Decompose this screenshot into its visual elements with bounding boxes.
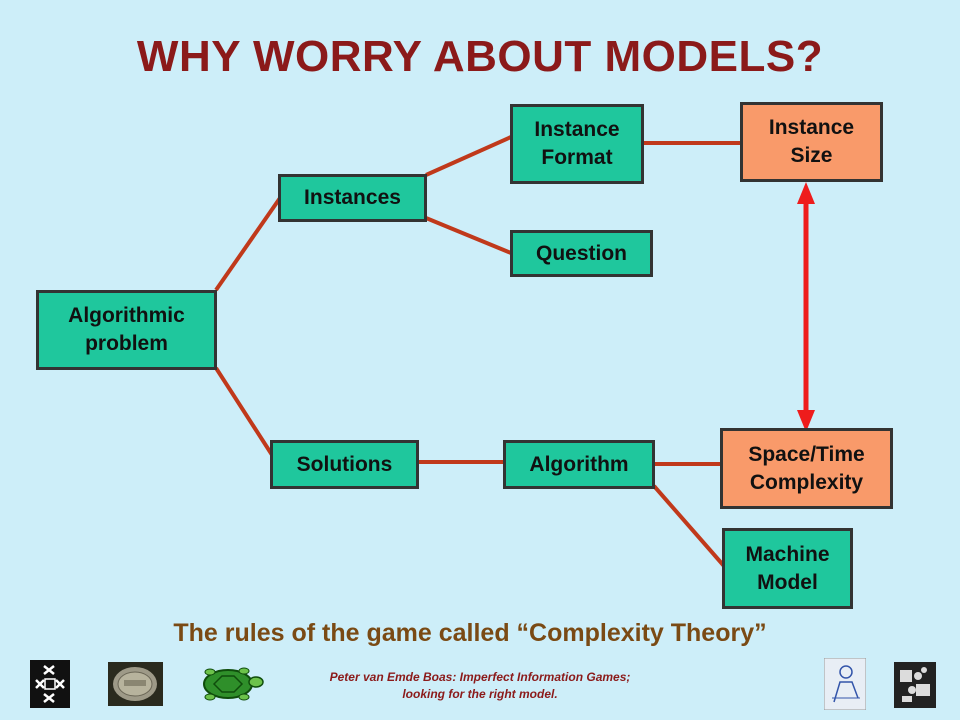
coin-icon bbox=[108, 662, 163, 711]
node-solutions: Solutions bbox=[270, 440, 419, 489]
node-machine-model: Machine Model bbox=[722, 528, 853, 609]
node-algorithmic-problem: Algorithmic problem bbox=[36, 290, 217, 370]
node-space-time-complexity: Space/Time Complexity bbox=[720, 428, 893, 509]
uva-logo-icon bbox=[30, 660, 70, 713]
diagram-caption: The rules of the game called “Complexity… bbox=[173, 619, 767, 647]
link-algorithm-machine bbox=[652, 484, 726, 568]
puzzle-icon bbox=[894, 662, 936, 713]
footer-credit: Peter van Emde Boas: Imperfect Informati… bbox=[329, 670, 631, 701]
slide-title: WHY WORRY ABOUT MODELS? bbox=[136, 32, 824, 81]
node-instance-format: Instance Format bbox=[510, 104, 644, 184]
link-problem-instances bbox=[214, 196, 282, 292]
person-sketch-icon bbox=[823, 657, 867, 715]
node-instances: Instances bbox=[278, 174, 427, 222]
double-arrow bbox=[797, 182, 815, 432]
link-instances-question bbox=[425, 216, 512, 255]
link-instances-format bbox=[425, 135, 512, 177]
link-problem-solutions bbox=[214, 366, 276, 460]
turtle-icon bbox=[196, 664, 264, 709]
node-question: Question bbox=[510, 230, 653, 277]
node-instance-size: Instance Size bbox=[740, 102, 883, 182]
node-algorithm: Algorithm bbox=[503, 440, 655, 489]
